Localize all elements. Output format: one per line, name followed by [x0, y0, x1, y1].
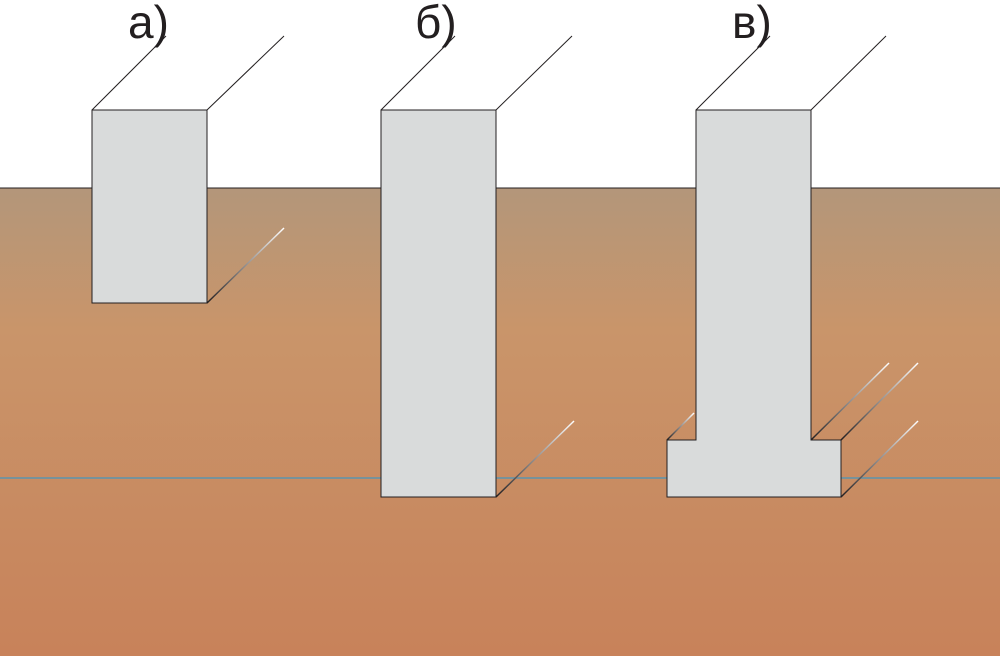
foundation-with-footing: [666, 35, 919, 498]
label-b: б): [415, 0, 457, 48]
foundation-deep: [380, 35, 575, 498]
label-a: а): [128, 0, 169, 48]
foundation-shallow: [91, 35, 285, 304]
label-c: в): [732, 0, 772, 48]
